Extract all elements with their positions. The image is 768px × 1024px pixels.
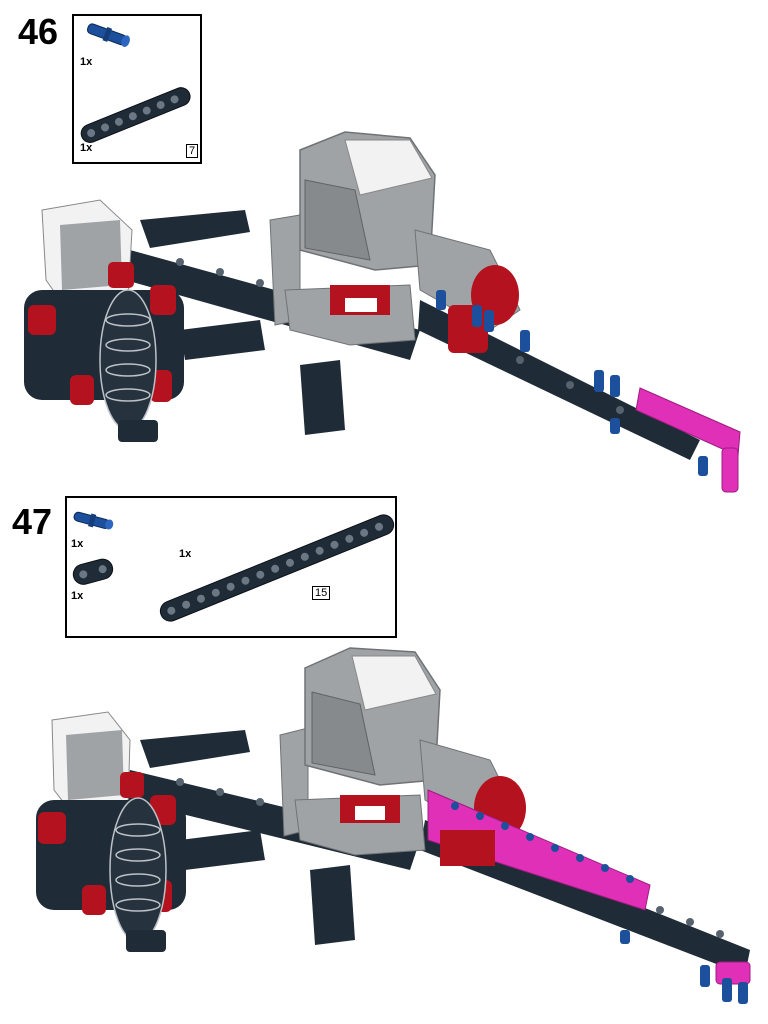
beam-icon — [159, 514, 395, 622]
model-pink-beam — [427, 789, 751, 985]
model-left-motor — [41, 199, 133, 301]
step-number-46: 46 — [18, 11, 59, 52]
model-center-frame — [279, 727, 426, 856]
model-left-wheel-cluster — [24, 262, 184, 442]
beam-icon — [80, 87, 191, 143]
beam-length-badge: 7 — [186, 144, 199, 158]
blue-pin-icon — [73, 511, 114, 530]
step-number-47: 47 — [12, 501, 53, 542]
model-left-wheel-cluster — [36, 772, 186, 952]
part-qty: 1x — [80, 56, 93, 68]
parts-callout-step-46: 1x 1x 7 — [72, 14, 202, 164]
part-qty: 1x — [179, 548, 192, 560]
part-qty: 1x — [80, 142, 93, 154]
beam-length-badge: 15 — [312, 586, 331, 600]
model-left-motor — [51, 711, 131, 809]
model-blue-pins — [620, 930, 748, 1004]
parts-callout-step-47: 1x 1x 1x 15 — [65, 496, 397, 638]
part-qty: 1x — [71, 590, 84, 602]
model-pink-beam — [635, 387, 741, 493]
model-blue-pins — [436, 290, 708, 476]
model-center-frame — [269, 214, 416, 346]
bushing-icon — [72, 558, 114, 585]
blue-pin-icon — [86, 23, 130, 47]
part-qty: 1x — [71, 538, 84, 550]
